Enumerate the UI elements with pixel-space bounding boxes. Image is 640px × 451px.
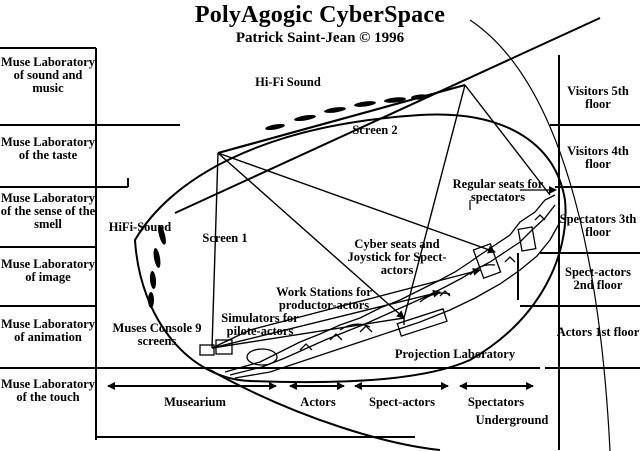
floor-visitors-5: Visitors 5th floor [567, 84, 629, 111]
label-screen-2: Screen 2 [352, 123, 398, 137]
floor-spectators-3: Spectators 3th floor [559, 212, 637, 239]
label-hifi-sound-top: Hi-Fi Sound [255, 75, 321, 89]
floor-visitors-4: Visitors 4th floor [567, 144, 629, 171]
floor-actors-1: Actors 1st floor [556, 325, 640, 339]
zone-actors: Actors [300, 395, 336, 409]
label-hifi-sound-left: HiFi-Sound [108, 220, 172, 234]
hall-outline [133, 17, 611, 451]
label-regular-seats: Regular seats for spectators [452, 177, 544, 204]
room-image: Muse Laboratory of image [0, 257, 96, 284]
label-work-stations: Work Stations for productor-actors [276, 285, 372, 312]
room-sound-music: Muse Laboratory of sound and music [0, 55, 96, 95]
floor-arrows [469, 186, 557, 210]
room-animation: Muse Laboratory of animation [0, 317, 96, 344]
left-speaker-column [148, 225, 166, 308]
label-cyber-seats: Cyber seats and Joystick for Spect-actor… [347, 237, 447, 277]
label-underground: Underground [475, 413, 549, 427]
diagram-subtitle: Patrick Saint-Jean © 1996 [235, 30, 405, 46]
room-taste: Muse Laboratory of the taste [0, 135, 96, 162]
zone-musearium: Musearium [164, 395, 226, 409]
zone-spect-actors: Spect-actors [369, 395, 435, 409]
screen-edges [217, 83, 466, 155]
room-smell: Muse Laboratory of the sense of the smel… [0, 191, 96, 231]
label-projection-lab: Projection Laboratory [394, 347, 516, 361]
seating-terraces [199, 194, 561, 379]
label-simulators: Simulators for pilote-actors [221, 311, 299, 338]
room-touch: Muse Laboratory of the touch [0, 377, 96, 404]
diagram-title: PolyAgogic CyberSpace [194, 2, 446, 28]
label-screen-1: Screen 1 [202, 231, 248, 245]
right-column-frame [517, 55, 640, 450]
zone-spectators: Spectators [467, 395, 525, 409]
label-muses-console: Muses Console 9 screens [112, 321, 202, 348]
floor-spect-actors-2: Spect-actors 2nd floor [565, 265, 631, 292]
